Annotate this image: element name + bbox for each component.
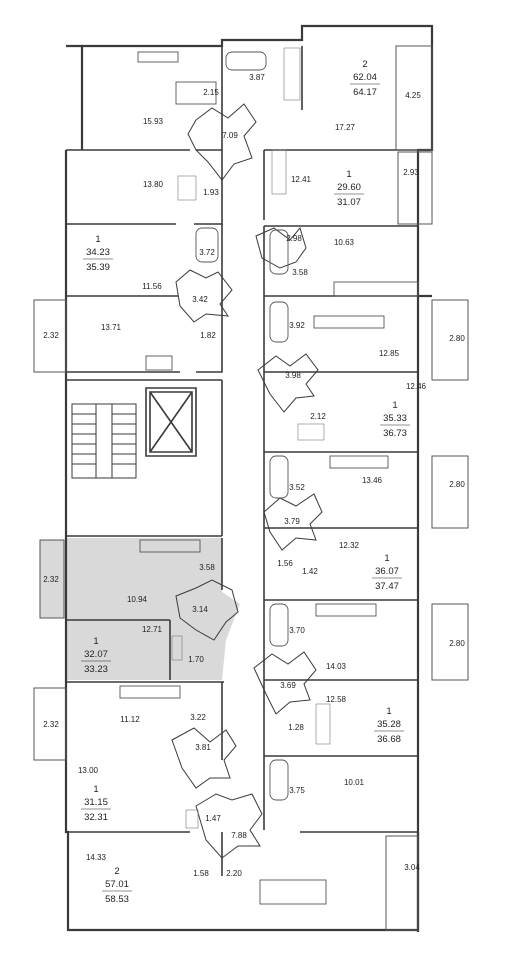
room-area: 7.09 [222,131,238,140]
room-area: 2.98 [286,234,302,243]
right-partitions [263,46,432,833]
room-area: 2.32 [43,720,59,729]
room-area: 2.80 [449,480,465,489]
room-area: 3.75 [289,786,305,795]
apartment-area-total: 33.23 [84,664,108,675]
room-area: 3.04 [404,863,420,872]
room-area: 13.00 [78,766,99,775]
room-area-labels: 3.87 2.15 4.25 15.93 7.09 17.27 13.80 1.… [43,73,465,878]
apartment-rooms: 1 [93,784,98,795]
room-area: 17.27 [335,123,356,132]
closets [171,47,331,829]
apartment-area-total: 32.31 [84,812,108,823]
room-area: 3.81 [195,743,211,752]
apartment-area-total: 58.53 [105,894,129,905]
apartment-area-living: 62.04 [353,72,377,83]
room-area: 14.33 [86,853,107,862]
room-area: 11.56 [142,282,162,291]
room-area: 2.12 [310,412,326,421]
room-area: 3.42 [192,295,208,304]
apartment-rooms: 1 [95,234,100,245]
apartment-rooms: 1 [392,400,397,411]
room-area: 3.98 [285,371,301,380]
room-area: 1.93 [203,188,219,197]
apartment-area-living: 32.07 [84,649,108,660]
apartment-rooms: 1 [386,706,391,717]
apartment-area-living: 36.07 [375,566,399,577]
room-area: 10.63 [334,238,355,247]
apartment-rooms: 1 [346,169,351,180]
room-area: 3.69 [280,681,296,690]
apartment-rooms: 1 [384,553,389,564]
apartment-area-total: 35.39 [86,262,110,273]
room-area: 10.94 [127,595,148,604]
apartment-area-total: 37.47 [375,581,399,592]
room-area: 10.01 [344,778,365,787]
highlighted-balcony [39,539,65,619]
apartment-area-living: 31.15 [84,797,108,808]
room-area: 3.58 [199,563,215,572]
apartment-rooms: 1 [93,636,98,647]
room-area: 13.80 [143,180,164,189]
room-area: 3.58 [292,268,308,277]
room-area: 2.15 [203,88,219,97]
apartment-area-living: 57.01 [105,879,129,890]
room-area: 1.28 [288,723,304,732]
room-area: 1.58 [193,869,209,878]
apartment-area-living: 35.33 [383,413,407,424]
apartment-area-total: 36.73 [383,428,407,439]
left-partitions [65,46,224,876]
room-area: 1.70 [188,655,204,664]
staircase [71,403,137,479]
entry-halls [171,103,323,859]
room-area: 12.46 [406,382,427,391]
room-area: 1.56 [277,559,293,568]
room-area: 1.42 [302,567,318,576]
room-area: 3.70 [289,626,305,635]
room-area: 1.47 [205,814,221,823]
room-area: 4.25 [405,91,421,100]
highlighted-apartment [66,538,240,680]
room-area: 12.41 [291,175,312,184]
apartment-rooms: 2 [362,59,367,70]
room-area: 1.82 [200,331,216,340]
room-area: 2.93 [403,168,419,177]
room-area: 3.92 [289,321,305,330]
room-area: 12.85 [379,349,400,358]
kitchen-counters [119,51,419,905]
room-area: 3.72 [199,248,215,257]
room-area: 2.80 [449,639,465,648]
room-area: 11.12 [120,715,140,724]
apartment-rooms: 2 [114,866,119,877]
apartment-area-total: 64.17 [353,87,377,98]
room-area: 3.79 [284,517,300,526]
room-area: 3.87 [249,73,265,82]
apartment-area-living: 35.28 [377,719,401,730]
apartment-labels: 2 62.04 64.17 1 29.60 31.07 1 34.23 35.3… [81,59,410,905]
room-area: 14.03 [326,662,347,671]
apartment-area-living: 29.60 [337,182,361,193]
room-area: 15.93 [143,117,164,126]
apartment-area-living: 34.23 [86,247,110,258]
room-area: 2.32 [43,331,59,340]
room-area: 2.32 [43,575,59,584]
room-area: 13.46 [362,476,383,485]
bathtubs [195,51,289,801]
room-area: 2.20 [226,869,242,878]
balconies [33,45,469,931]
apartment-area-total: 31.07 [337,197,361,208]
room-area: 3.22 [190,713,206,722]
room-area: 13.71 [101,323,122,332]
apartment-area-total: 36.68 [377,734,401,745]
room-area: 12.71 [142,625,163,634]
room-area: 12.32 [339,541,360,550]
room-area: 12.58 [326,695,347,704]
room-area: 3.14 [192,605,208,614]
room-area: 2.80 [449,334,465,343]
room-area: 3.52 [289,483,305,492]
room-area: 7.88 [231,831,247,840]
